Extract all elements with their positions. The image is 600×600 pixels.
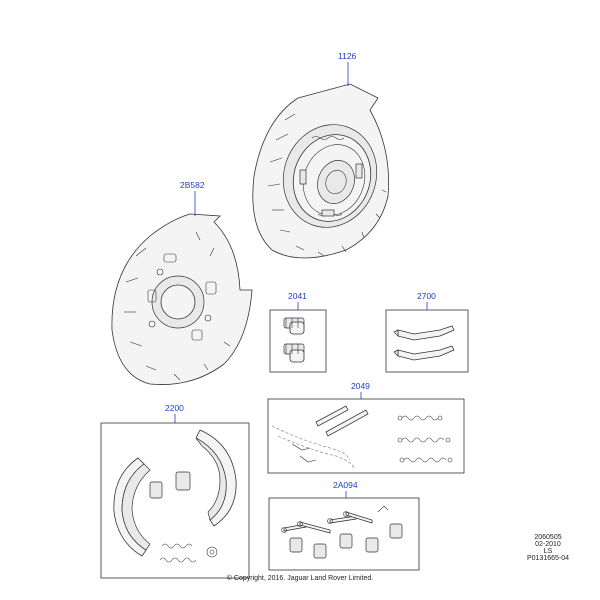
box-2a094 — [268, 497, 420, 571]
hold-down-kit-part[interactable] — [281, 505, 403, 559]
reference-code-block: 2060505 02-2010 LS P0131665-04 — [508, 534, 588, 562]
backing-plate-assembly[interactable] — [252, 83, 391, 259]
callout-2700[interactable]: 2700 — [417, 291, 436, 301]
reference-line-2: 02-2010 — [535, 541, 561, 548]
brake-shoe-part[interactable] — [113, 429, 237, 563]
pin-part[interactable] — [315, 405, 369, 437]
callout-2b582[interactable]: 2B582 — [180, 180, 205, 190]
callout-2041[interactable]: 2041 — [288, 291, 307, 301]
box-2200 — [100, 422, 250, 579]
reference-line-3: LS — [543, 548, 553, 555]
box-2041 — [269, 309, 327, 373]
callout-2200[interactable]: 2200 — [165, 403, 184, 413]
box-2700 — [385, 309, 469, 373]
cable-part[interactable] — [271, 425, 355, 469]
adjuster-link-part[interactable] — [393, 325, 455, 361]
box-2049 — [267, 398, 465, 474]
spring-part[interactable] — [397, 415, 453, 463]
dust-shield[interactable] — [111, 213, 253, 385]
reference-line-4: P0131665-04 — [526, 555, 570, 562]
adjuster-nut-part[interactable] — [283, 317, 305, 363]
copyright-text: © Copyright, 2016. Jaguar Land Rover Lim… — [226, 575, 374, 582]
reference-line-1: 2060505 — [534, 534, 562, 541]
callout-2a094[interactable]: 2A094 — [333, 480, 358, 490]
callout-2049[interactable]: 2049 — [351, 381, 370, 391]
callout-1126[interactable]: 1126 — [338, 51, 357, 61]
